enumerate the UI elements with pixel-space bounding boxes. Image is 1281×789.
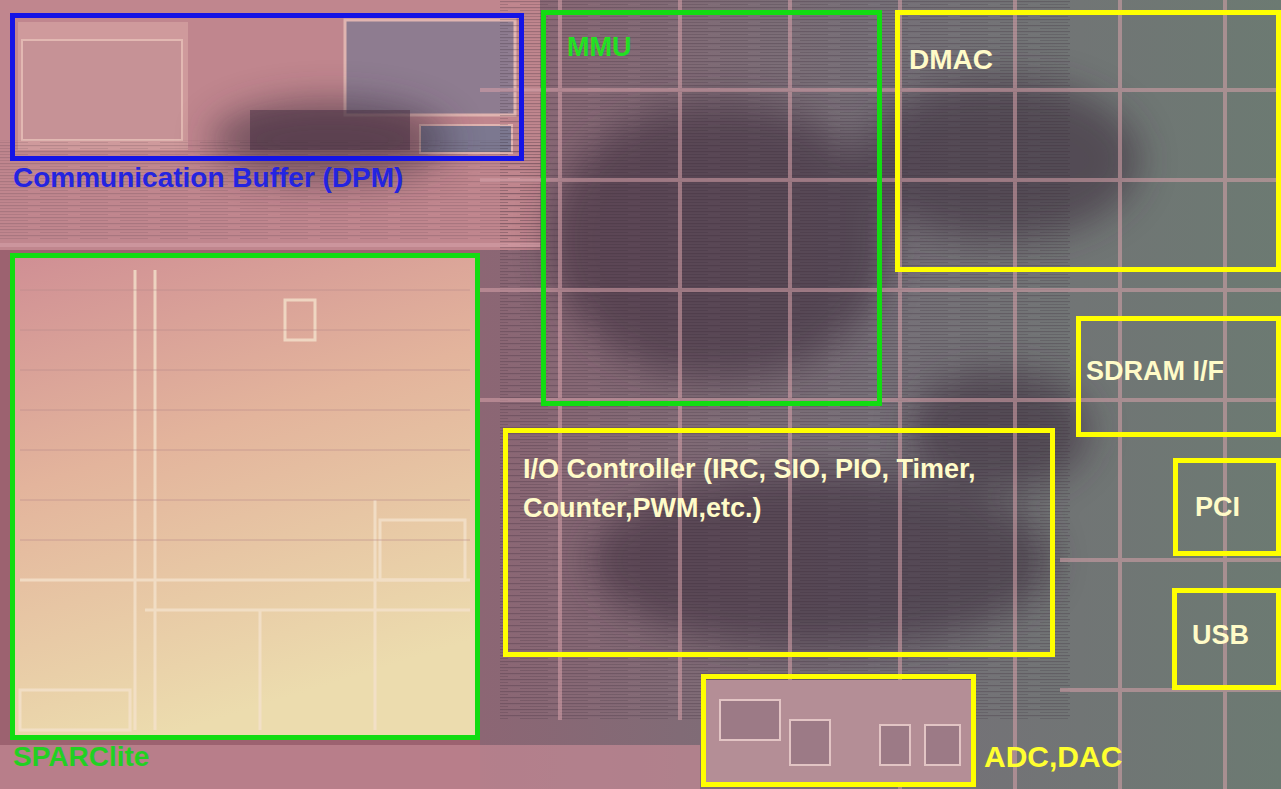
pci-region: PCI <box>1173 458 1281 556</box>
region-label: SPARClite <box>13 737 473 778</box>
buffer-region: Communication Buffer (DPM) <box>10 13 524 161</box>
cpu-core-region: SPARClite <box>10 253 480 740</box>
usb-region: USB <box>1172 588 1281 690</box>
region-label: PCI <box>1195 488 1267 527</box>
sdram-interface-region: SDRAM I/F <box>1076 316 1281 437</box>
mmu-region: MMU <box>541 10 882 406</box>
region-label: SDRAM I/F <box>1086 352 1267 391</box>
region-label: DMAC <box>909 40 1267 81</box>
io-controller-region: I/O Controller (IRC, SIO, PIO, Timer, Co… <box>503 428 1055 657</box>
region-label: MMU <box>567 28 868 67</box>
region-label: USB <box>1192 616 1267 655</box>
region-label: I/O Controller (IRC, SIO, PIO, Timer, Co… <box>523 450 1041 528</box>
dmac-region: DMAC <box>895 10 1281 272</box>
region-label: Communication Buffer (DPM) <box>13 158 517 199</box>
adc-dac-region: ADC,DAC <box>701 674 976 787</box>
region-label: ADC,DAC <box>984 735 1249 779</box>
